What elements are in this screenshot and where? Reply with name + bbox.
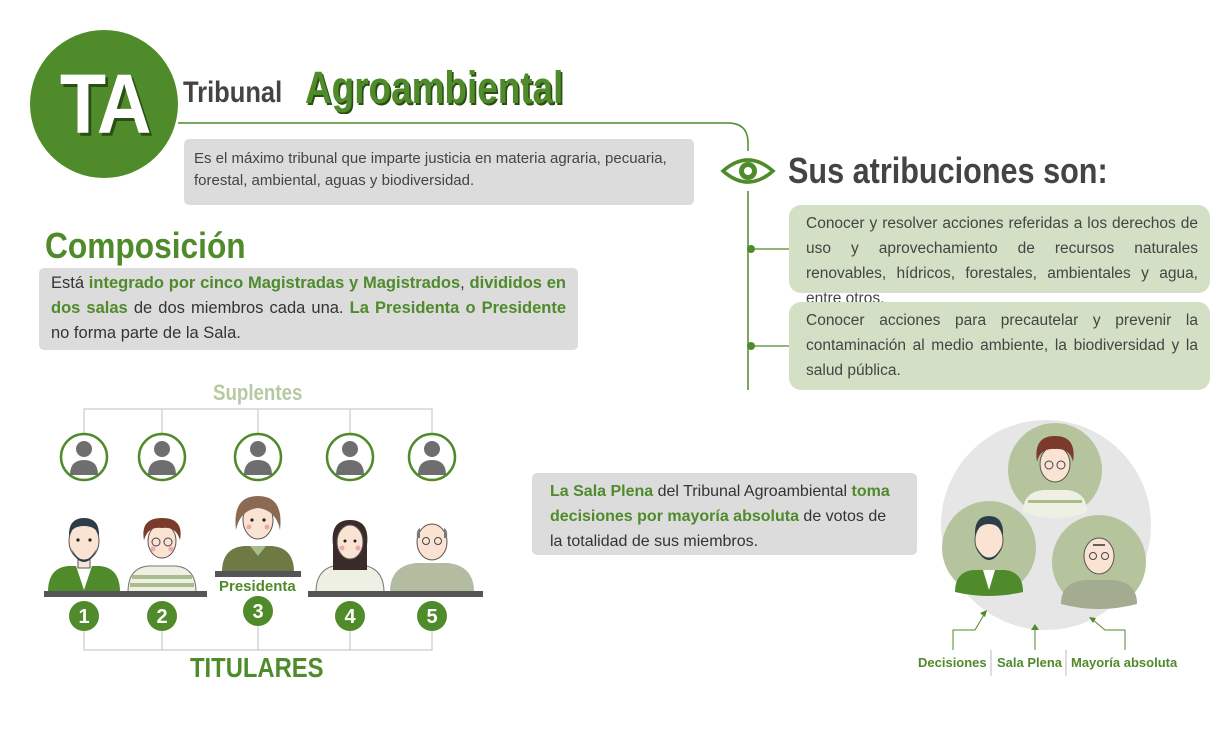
- number-badge-4: [335, 601, 365, 631]
- connector-line: [178, 122, 749, 390]
- number-badge-label: 4: [344, 606, 356, 628]
- description-box: Es el máximo tribunal que imparte justic…: [184, 139, 694, 205]
- composicion-title: Composición: [45, 225, 246, 266]
- sala-plena-text-segment: del Tribunal Agroambiental: [653, 483, 852, 500]
- member-top-circle: [1008, 423, 1102, 518]
- number-badge-label: 5: [426, 606, 437, 628]
- titulares-label: TITULARES: [190, 652, 324, 683]
- suplente-avatar-icon: [325, 432, 375, 482]
- composicion-text-segment: ,: [460, 274, 470, 292]
- number-badge-3: [243, 596, 273, 626]
- label-decisiones: Decisiones: [918, 655, 987, 670]
- atribucion-item-1: Conocer y resolver acciones referidas a …: [789, 205, 1210, 307]
- presidenta-label: Presidenta: [219, 578, 296, 595]
- atribucion-text-1: Conocer y resolver acciones referidas a …: [806, 215, 1198, 307]
- member-left-circle: [942, 501, 1036, 596]
- composicion-text-segment: Está: [51, 274, 89, 292]
- number-badge-label: 1: [78, 606, 89, 628]
- eye-icon: [720, 151, 776, 191]
- label-separators: [990, 650, 1067, 676]
- suplente-avatar-icon: [407, 432, 457, 482]
- suplente-avatar-icon: [233, 432, 283, 482]
- logo-text: TA: [60, 56, 152, 151]
- sala-plena-text-segment: de votos de la totalidad de sus miembros…: [550, 508, 887, 550]
- label-mayoria-absoluta: Mayoría absoluta: [1071, 655, 1178, 670]
- composicion-text-segment: no forma parte de la Sala.: [51, 324, 241, 342]
- title-agroambiental: Agroambiental: [305, 62, 564, 113]
- titulares-bracket: [83, 625, 433, 651]
- composicion-box: Está integrado por cinco Magistradas y M…: [39, 268, 578, 350]
- titular-1-person: [48, 518, 120, 592]
- titular-2-person: [127, 518, 197, 593]
- number-badge-2: [147, 601, 177, 631]
- atribucion-text-2: Conocer acciones para precautelar y prev…: [806, 312, 1198, 379]
- number-badge-1: [69, 601, 99, 631]
- title-tribunal: Tribunal: [183, 76, 283, 109]
- composicion-text-segment: divididos en dos salas: [51, 274, 566, 317]
- suplentes-label: Suplentes: [213, 380, 303, 405]
- sala-plena-text-segment: La Sala Plena: [550, 483, 654, 500]
- composicion-text-segment: de dos miembros cada una.: [127, 299, 350, 317]
- suplentes-avatars: [59, 432, 457, 482]
- titular-3-person: [222, 496, 294, 572]
- label-pointers: [952, 612, 1126, 650]
- number-badge-label: 2: [156, 606, 167, 628]
- composicion-text-segment: integrado por cinco Magistradas y Magist…: [88, 274, 461, 292]
- atribucion-item-2: Conocer acciones para precautelar y prev…: [789, 302, 1210, 390]
- suplentes-bracket: [83, 408, 433, 433]
- atribuciones-dots: [747, 245, 789, 350]
- number-badge-5: [417, 601, 447, 631]
- suplente-avatar-icon: [137, 432, 187, 482]
- composicion-text-segment: La Presidenta o Presidente: [349, 299, 566, 317]
- sala-plena-box: La Sala Plena del Tribunal Agroambiental…: [532, 473, 917, 555]
- number-badges: 1 2 3 4 5: [69, 596, 447, 631]
- titular-4-person: [315, 520, 385, 593]
- titular-5-person: [390, 523, 474, 592]
- logo-circle: TA: [30, 30, 178, 178]
- description-text: Es el máximo tribunal que imparte justic…: [194, 150, 667, 189]
- pointer-arrows: [980, 610, 1096, 630]
- sala-plena-text-segment: toma decisiones por mayoría absoluta: [550, 483, 890, 525]
- member-right-circle: [1052, 515, 1146, 609]
- suplente-avatar-icon: [59, 432, 109, 482]
- titulares-bars: [44, 571, 483, 597]
- number-badge-label: 3: [252, 601, 263, 623]
- atribuciones-title: Sus atribuciones son:: [788, 150, 1108, 191]
- label-sala-plena: Sala Plena: [997, 655, 1063, 670]
